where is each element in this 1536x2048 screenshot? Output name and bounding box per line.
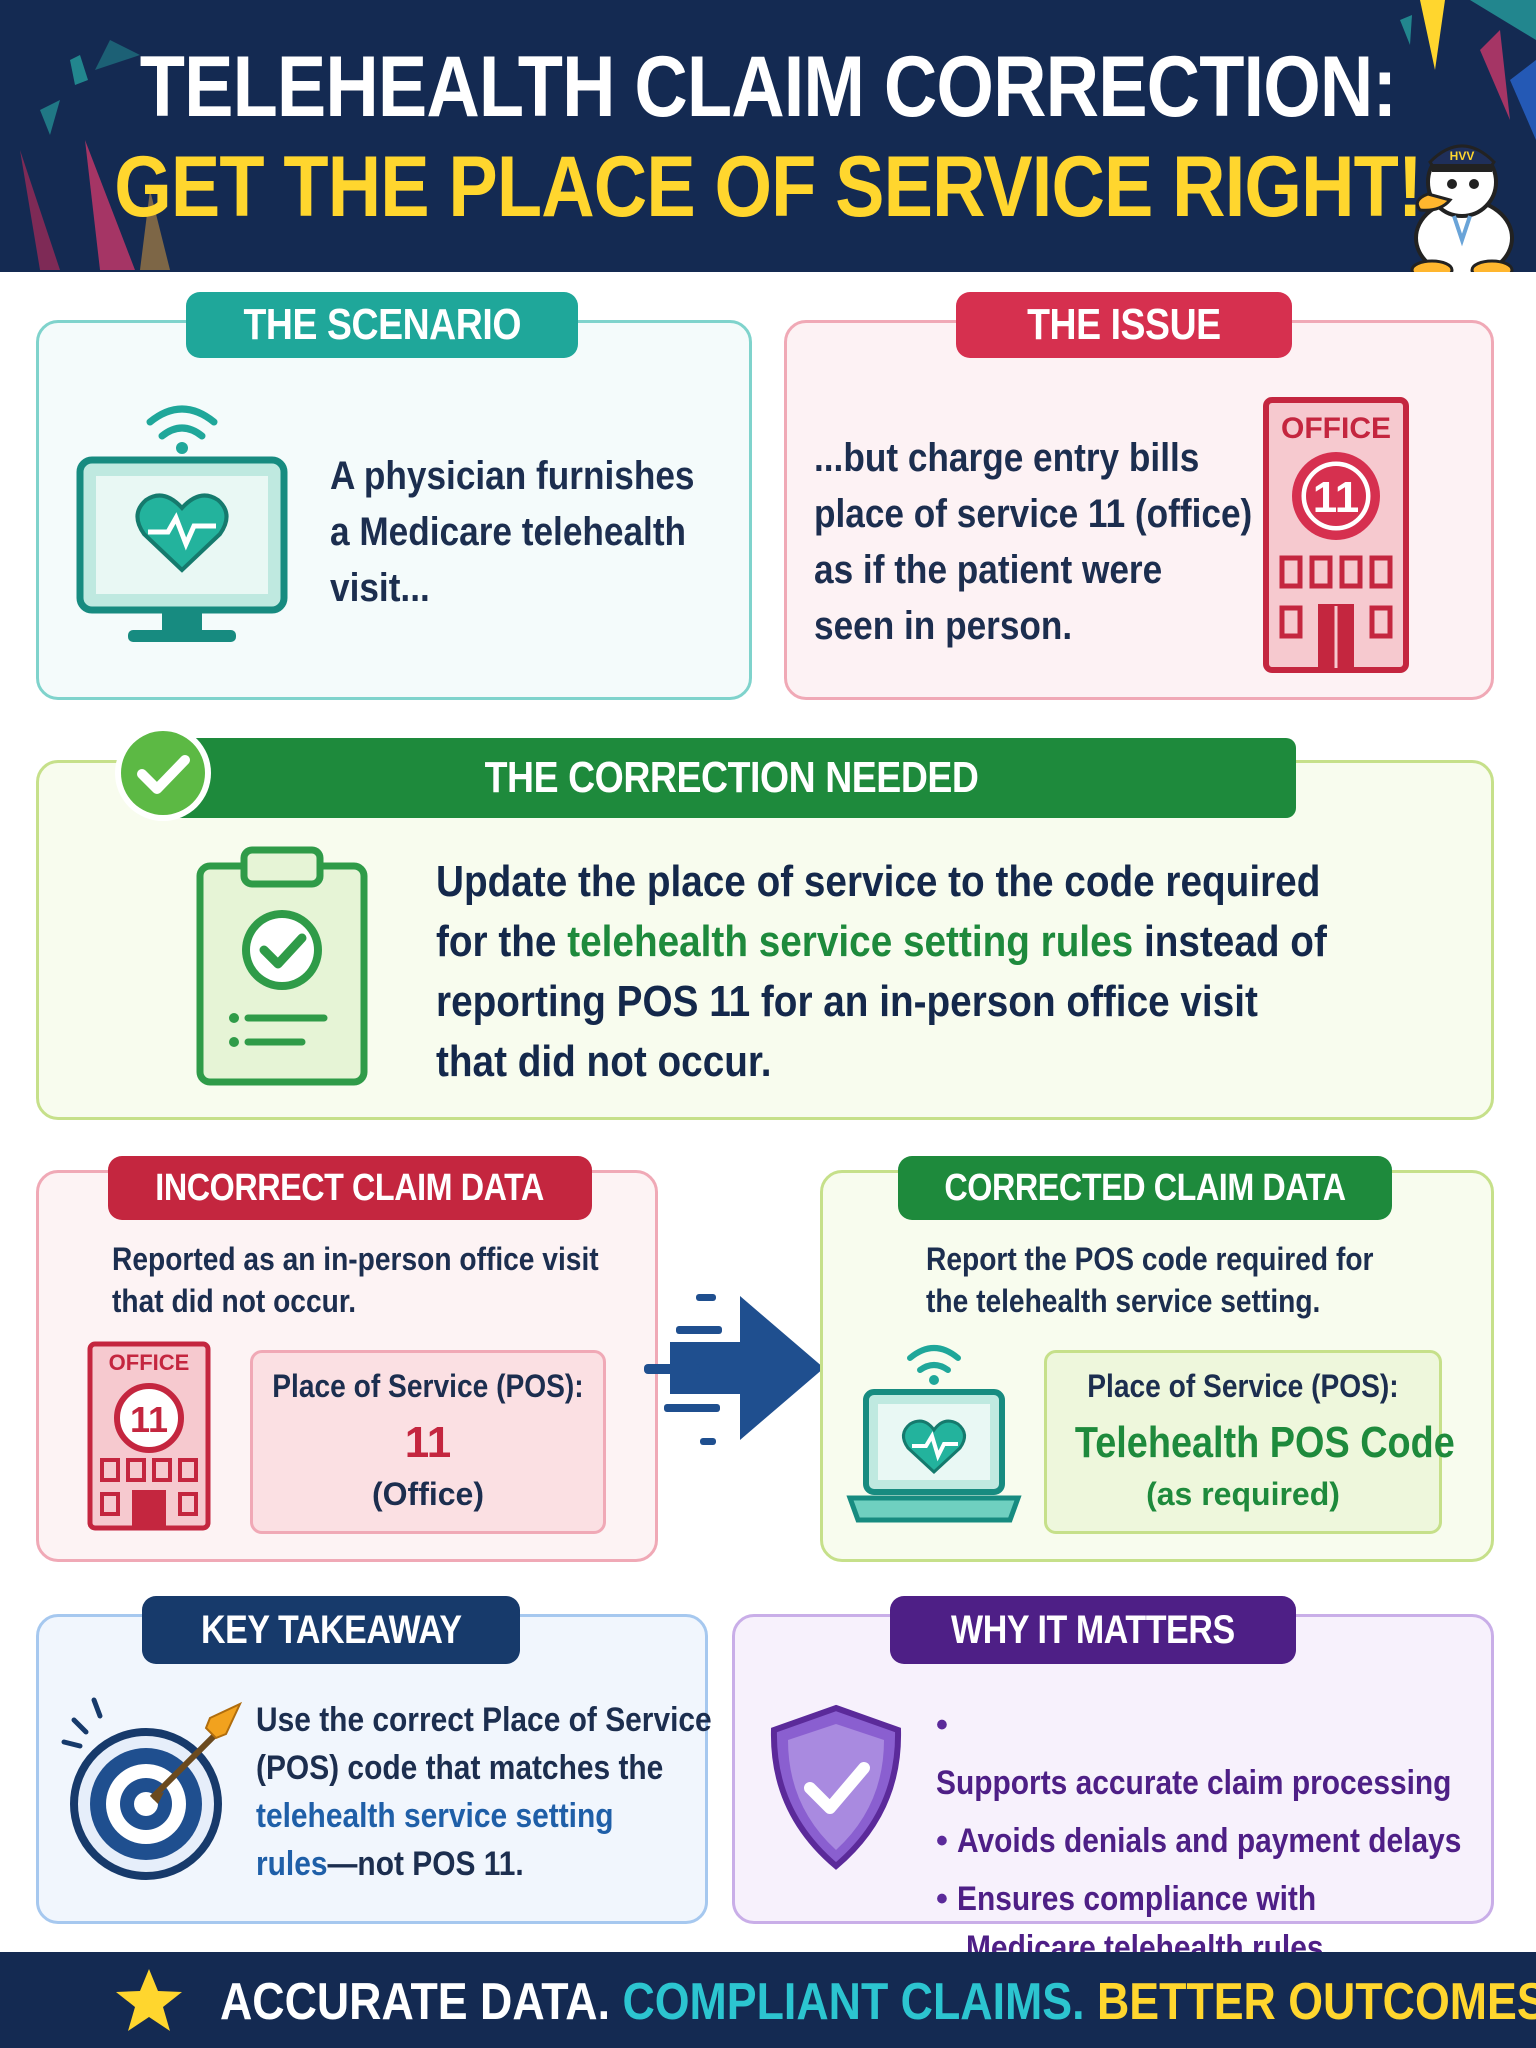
incorrect-pos-note: (Office)	[372, 1476, 484, 1512]
office-building-icon: OFFICE 11	[87, 1341, 211, 1531]
check-circle-icon	[115, 725, 211, 821]
svg-text:OFFICE: OFFICE	[109, 1350, 190, 1375]
incorrect-tab: INCORRECT CLAIM DATA	[108, 1156, 592, 1220]
monitor-heart-icon	[76, 405, 288, 642]
title-line-2: GET THE PLACE OF SERVICE RIGHT!	[114, 139, 1422, 235]
list-item: • Avoids denials and payment delays	[936, 1822, 1462, 1860]
header-banner: TELEHEALTH CLAIM CORRECTION: GET THE PLA…	[0, 0, 1536, 272]
incorrect-pos-label: Place of Service (POS):	[272, 1368, 584, 1404]
footer-tagline: ACCURATE DATA. COMPLIANT CLAIMS. BETTER …	[220, 1973, 1536, 2031]
office-building-icon: OFFICE 11	[1263, 397, 1409, 673]
corrected-pos-box	[1044, 1350, 1442, 1534]
svg-text:HVV: HVV	[1450, 149, 1475, 163]
correction-tab: THE CORRECTION NEEDED	[168, 738, 1296, 818]
target-icon	[61, 1697, 243, 1880]
svg-text:OFFICE: OFFICE	[1281, 412, 1391, 445]
list-item: • Ensures compliance with	[936, 1880, 1317, 1918]
footer-banner: ACCURATE DATA. COMPLIANT CLAIMS. BETTER …	[0, 1952, 1536, 2048]
issue-text: ...but charge entry bills place of servi…	[814, 436, 1253, 648]
incorrect-pos-box	[250, 1350, 606, 1534]
scenario-tab: THE SCENARIO	[186, 292, 578, 358]
corrected-pos-value: Telehealth POS Code	[1074, 1418, 1455, 1467]
confetti-decoration	[20, 0, 1536, 270]
laptop-heart-icon	[846, 1345, 1022, 1523]
takeaway-tab: KEY TAKEAWAY	[142, 1596, 520, 1664]
corrected-pos-label: Place of Service (POS):	[1087, 1368, 1399, 1404]
incorrect-pos-value: 11	[404, 1418, 452, 1467]
shield-check-icon	[770, 1704, 902, 1870]
clipboard-check-icon	[196, 846, 368, 1086]
duck-mascot-icon: HVV	[1410, 144, 1514, 272]
matters-tab: WHY IT MATTERS	[890, 1596, 1296, 1664]
title-line-1: TELEHEALTH CLAIM CORRECTION:	[139, 39, 1397, 135]
matters-list: • Supports accurate claim processing • A…	[936, 1696, 1536, 1968]
issue-tab: THE ISSUE	[956, 292, 1292, 358]
corrected-desc: Report the POS code required for the tel…	[926, 1241, 1374, 1319]
takeaway-text: Use the correct Place of Service (POS) c…	[256, 1701, 712, 1883]
corrected-tab: CORRECTED CLAIM DATA	[898, 1156, 1392, 1220]
scenario-text: A physician furnishes a Medicare telehea…	[330, 454, 695, 610]
star-icon	[116, 1969, 182, 2031]
svg-text:11: 11	[130, 1399, 168, 1440]
wifi-icon	[146, 405, 218, 440]
svg-text:11: 11	[1313, 473, 1360, 522]
correction-text: Update the place of service to the code …	[436, 857, 1327, 1086]
incorrect-desc: Reported as an in-person office visit th…	[112, 1241, 599, 1319]
list-item: • Supports accurate claim processing	[936, 1706, 1452, 1802]
corrected-pos-note: (as required)	[1146, 1476, 1340, 1512]
arrow-right-icon	[644, 1294, 824, 1445]
